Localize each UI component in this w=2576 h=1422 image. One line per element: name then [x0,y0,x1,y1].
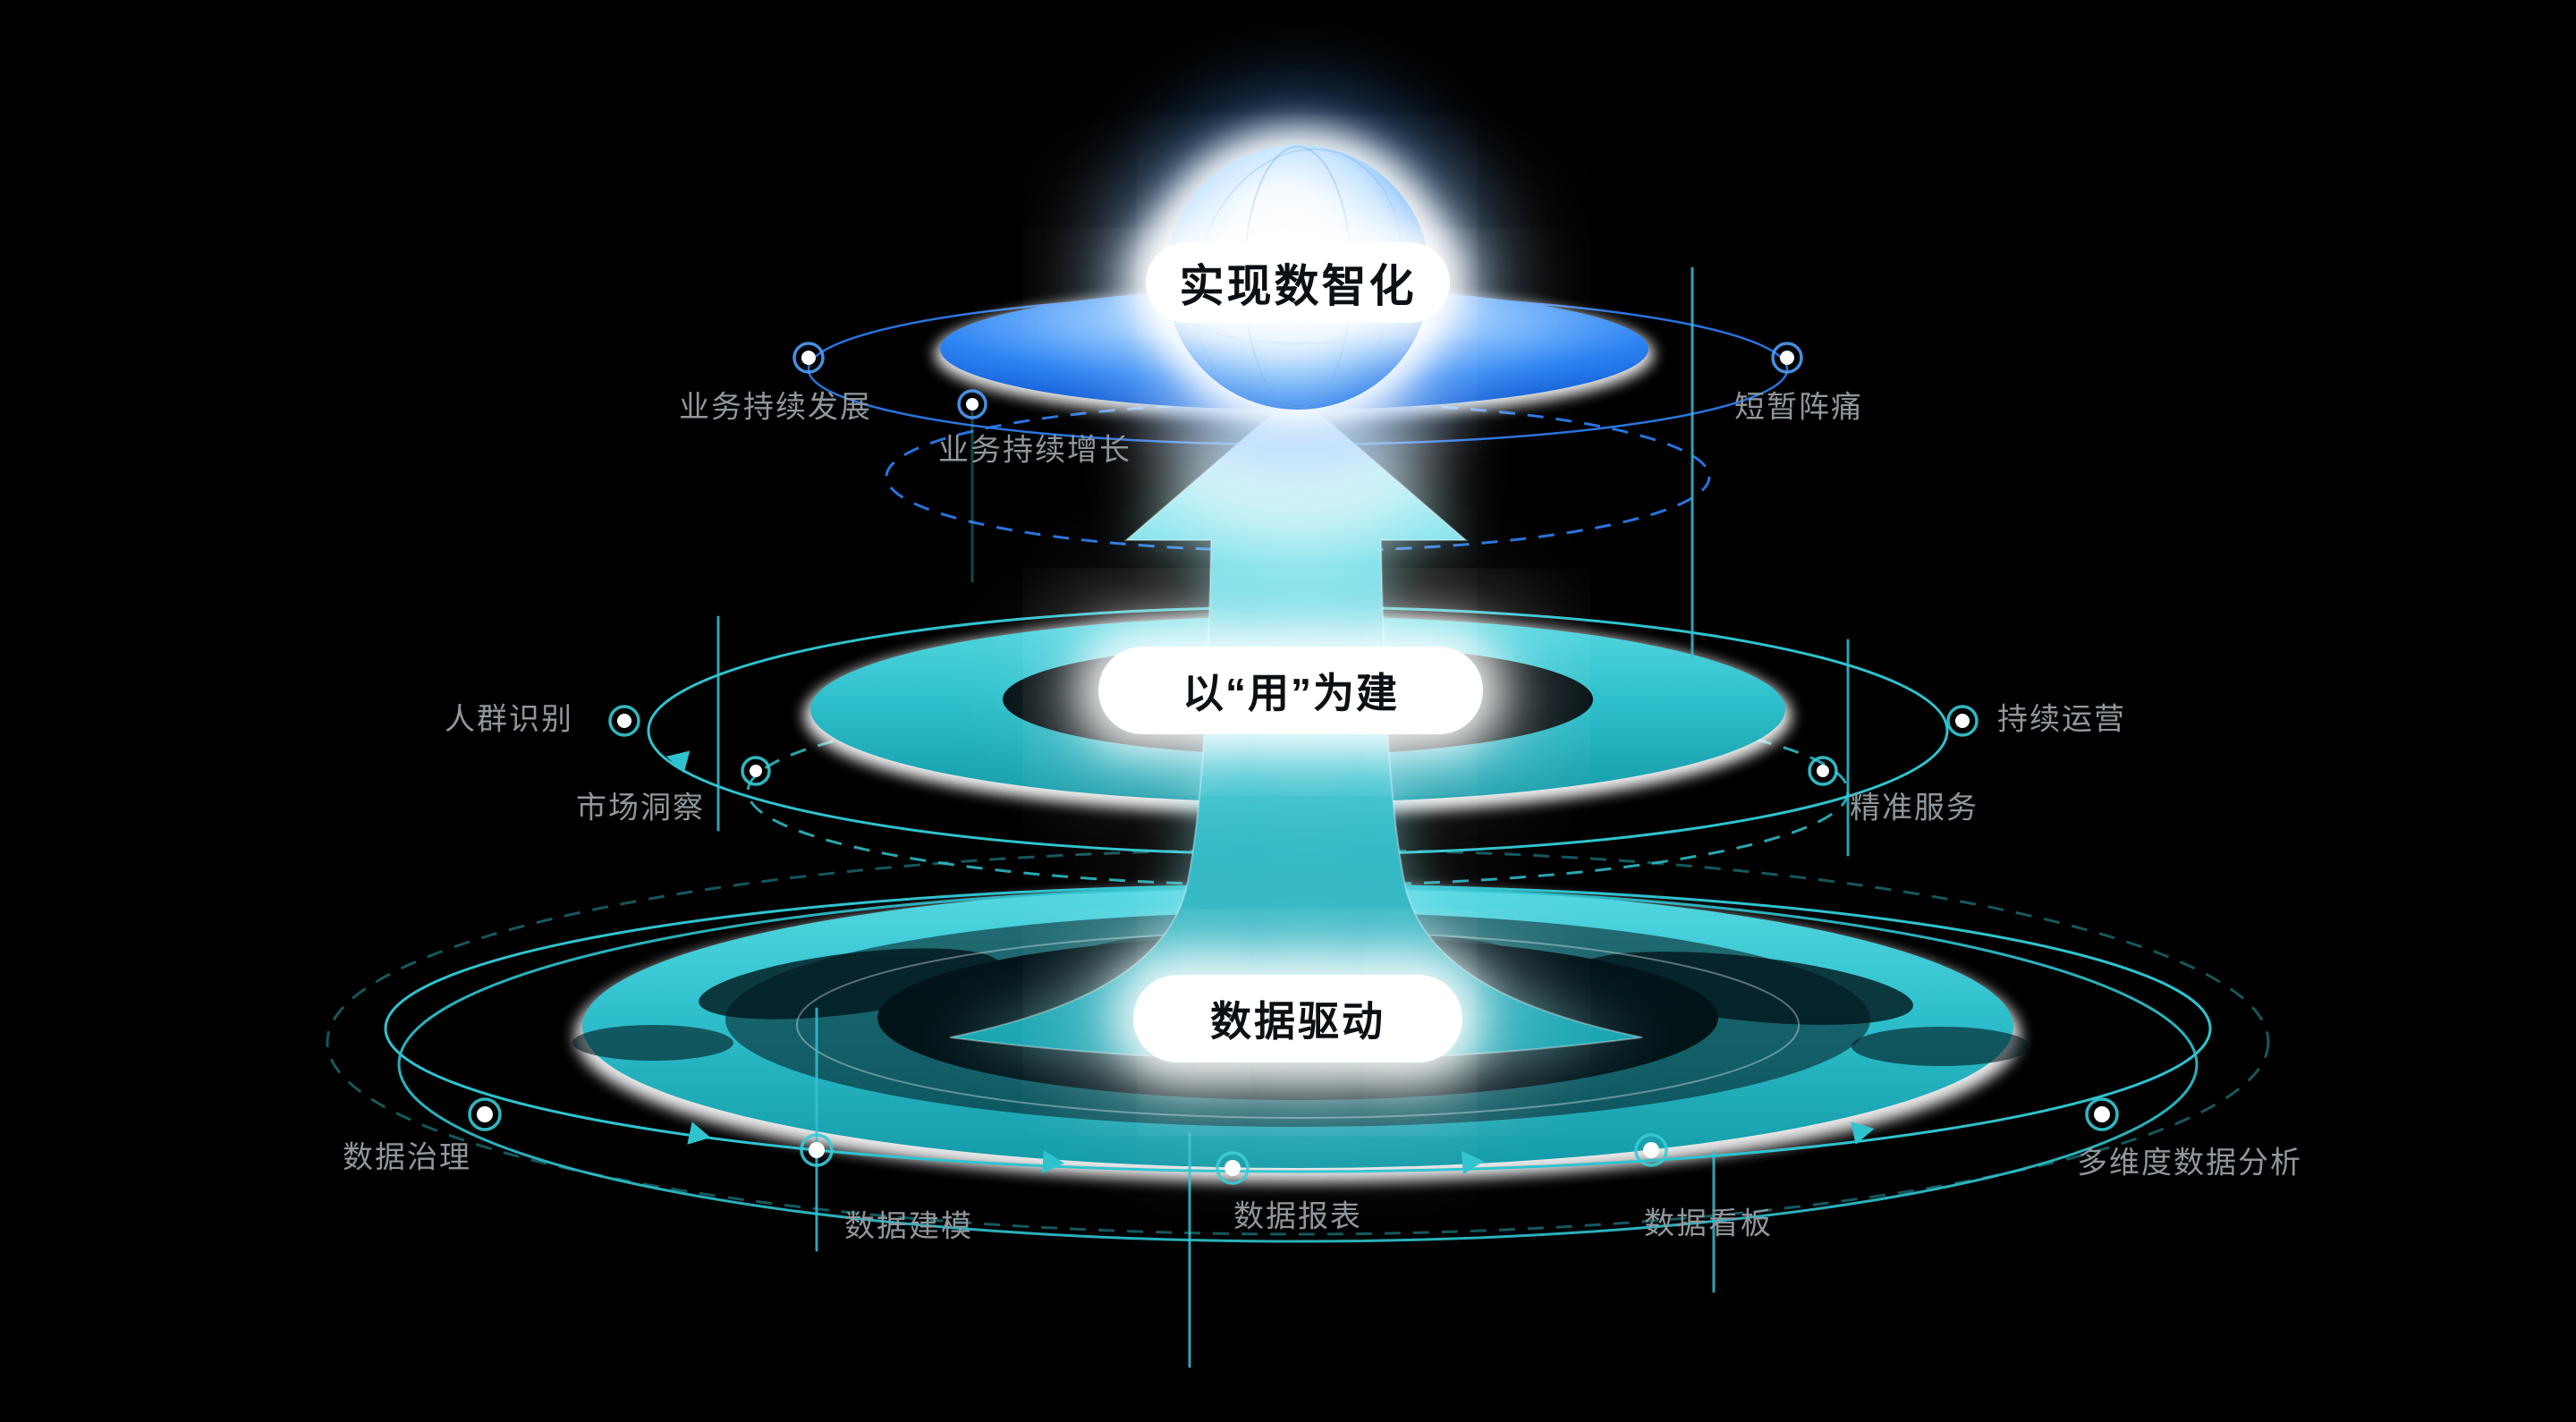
orbit-node [792,342,825,374]
disc-texture [1575,952,1913,1025]
top-dashed-orbit [885,401,1711,553]
orbit-node [1808,756,1838,786]
label-data-modeling: 数据建模 [844,1209,973,1244]
orbit-arrow-icon [665,750,691,774]
disc-texture [572,1025,733,1061]
label-data-dashboard: 数据看板 [1644,1206,1773,1241]
label-audience-identification: 人群识别 [445,702,573,737]
orbit-arrow-icon [1851,1122,1875,1145]
orbit-node [800,1133,834,1167]
orbit-node [1771,342,1803,374]
label-market-insight: 市场洞察 [576,791,705,825]
orbit-node [468,1097,502,1131]
orbit-node [2085,1097,2119,1131]
disc-texture [1852,1027,2030,1066]
tier-middle-title: 以“用”为建 [1098,647,1483,734]
tier-top-title: 实现数智化 [1146,242,1450,323]
orbit-node [608,705,640,737]
orbit-arrow-icon [1462,1151,1484,1174]
orbit-node [1634,1133,1668,1167]
orbit-nodes [468,342,2119,1185]
label-business-continuous-growth: 业务持续增长 [938,433,1131,468]
bottom-orbit-rings [384,884,2212,1243]
orbit-node [957,389,987,419]
label-data-governance: 数据治理 [343,1140,471,1175]
orbit-arrow-icon [687,1122,711,1145]
tier-bottom-title: 数据驱动 [1133,975,1462,1062]
label-short-term-pain: 短暂阵痛 [1734,390,1863,425]
bottom-outer-dashed-orbit [326,848,2270,1236]
label-multidimensional-data-analysis: 多维度数据分析 [2077,1146,2302,1181]
orbit-node [741,756,771,786]
label-precise-service: 精准服务 [1850,791,1979,825]
label-data-report: 数据报表 [1233,1199,1362,1234]
orbit-arrow-icon [1042,1150,1064,1173]
connector-lines [716,267,1850,1368]
orbit-node [1946,705,1979,737]
orbit-node [1216,1151,1250,1185]
label-business-continuous-development: 业务持续发展 [679,390,872,425]
disc-texture [699,948,1001,1020]
label-continuous-operation: 持续运营 [1997,702,2126,737]
